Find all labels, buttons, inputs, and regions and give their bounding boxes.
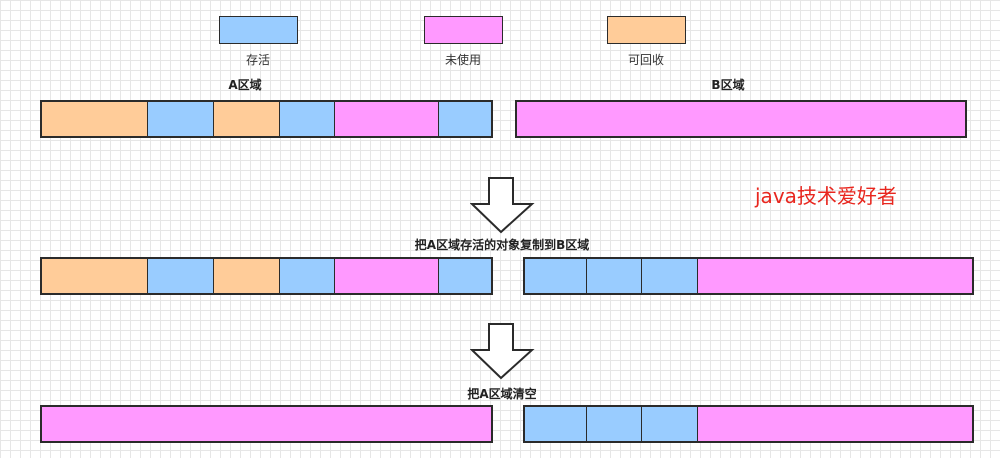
memory-block-live — [525, 407, 587, 441]
memory-block-unused — [517, 102, 965, 136]
down-arrow-icon — [470, 323, 535, 380]
region-b-label: B区域 — [711, 78, 745, 92]
legend-swatch-unused — [424, 16, 503, 44]
memory-block-live — [525, 259, 587, 293]
memory-block-live — [587, 407, 642, 441]
row3-region-b-bar — [523, 405, 974, 443]
memory-block-live — [642, 259, 698, 293]
memory-block-live — [148, 259, 214, 293]
step-copy-label: 把A区域存活的对象复制到B区域 — [414, 238, 590, 252]
memory-block-unused — [335, 102, 439, 136]
row1-region-a-bar — [40, 100, 493, 138]
memory-block-unused — [42, 407, 491, 441]
memory-block-live — [280, 259, 335, 293]
watermark-text: java技术爱好者 — [755, 184, 897, 208]
memory-block-live — [642, 407, 698, 441]
memory-block-live — [439, 259, 491, 293]
legend-label-unused: 未使用 — [444, 53, 481, 67]
row3-region-a-bar — [40, 405, 493, 443]
row2-region-b-bar — [523, 257, 974, 295]
region-a-label: A区域 — [228, 78, 262, 92]
memory-block-reclaimable — [42, 102, 148, 136]
step-clear-label: 把A区域清空 — [467, 387, 537, 401]
legend-swatch-live — [219, 16, 298, 44]
memory-block-live — [280, 102, 335, 136]
down-arrow-icon — [470, 177, 535, 234]
legend-label-live: 存活 — [245, 53, 270, 67]
memory-block-unused — [335, 259, 439, 293]
row1-region-b-bar — [515, 100, 967, 138]
memory-block-live — [587, 259, 642, 293]
memory-block-unused — [698, 407, 972, 441]
memory-block-reclaimable — [214, 102, 280, 136]
row2-region-a-bar — [40, 257, 493, 295]
legend-label-reclaimable: 可回收 — [627, 53, 664, 67]
memory-block-live — [148, 102, 214, 136]
memory-block-reclaimable — [214, 259, 280, 293]
legend-swatch-reclaimable — [607, 16, 686, 44]
memory-block-live — [439, 102, 491, 136]
memory-block-reclaimable — [42, 259, 148, 293]
memory-block-unused — [698, 259, 972, 293]
